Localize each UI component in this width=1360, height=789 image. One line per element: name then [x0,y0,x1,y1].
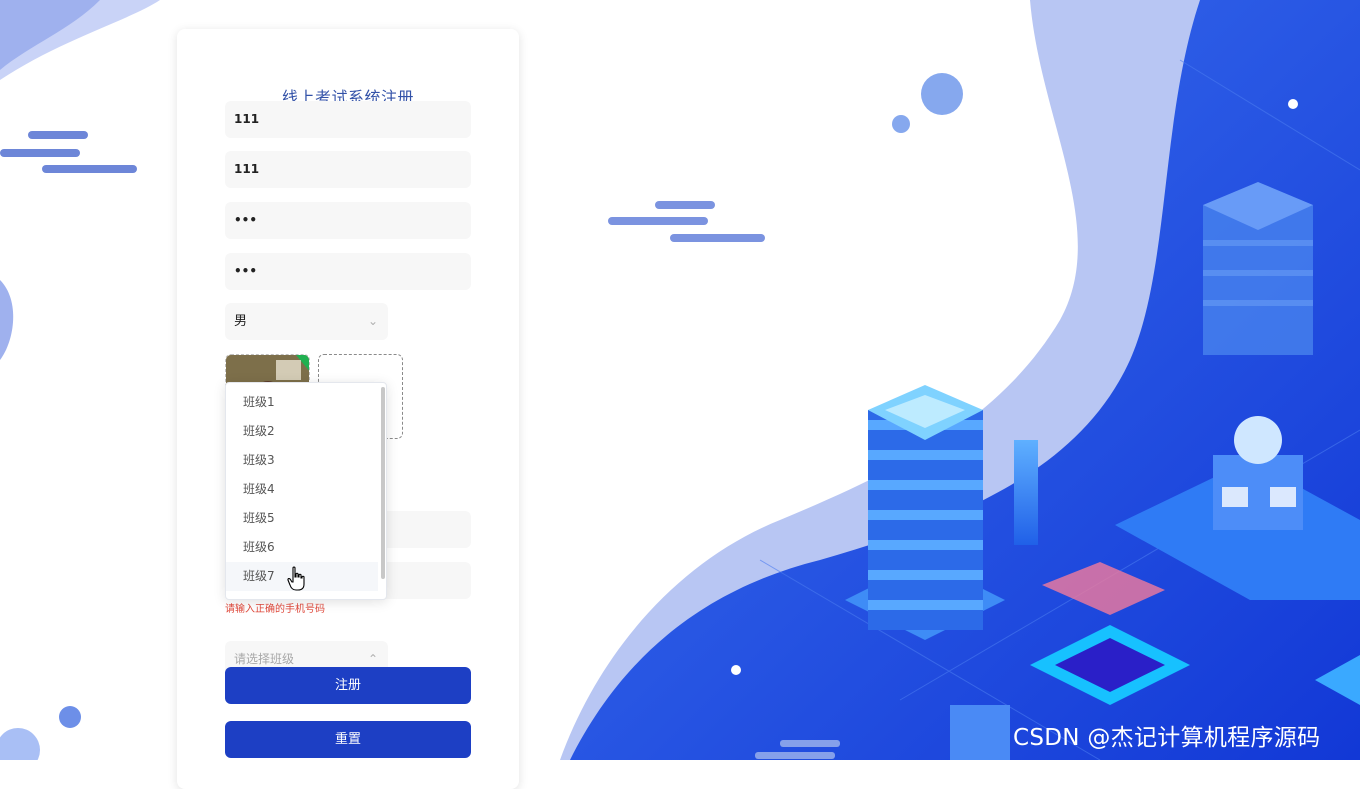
phone-error-message: 请输入正确的手机号码 [225,604,325,615]
name-input[interactable]: 111 [225,151,471,188]
chevron-down-icon: ⌄ [367,314,378,328]
watermark-text: CSDN @杰记计算机程序源码 [1013,725,1321,751]
reset-button[interactable]: 重置 [225,721,471,758]
chevron-up-icon: ⌃ [367,652,378,666]
password-input[interactable]: ••• [225,202,471,239]
class-option-1[interactable]: 班级1 [243,395,275,409]
class-option-4[interactable]: 班级4 [243,482,275,496]
username-input[interactable]: 111 [225,101,471,138]
confirm-password-input[interactable]: ••• [225,253,471,290]
class-option-2[interactable]: 班级2 [243,424,275,438]
gender-value: 男 [234,314,248,329]
register-button[interactable]: 注册 [225,667,471,704]
background-illustration [0,0,1360,760]
class-option-5[interactable]: 班级5 [243,511,275,525]
class-option-6[interactable]: 班级6 [243,540,275,554]
dropdown-scrollbar[interactable] [381,387,385,579]
class-placeholder: 请选择班级 [234,652,295,666]
hand-pointer-cursor [287,566,305,591]
gender-select[interactable]: 男 ⌄ [225,303,388,340]
class-option-3[interactable]: 班级3 [243,453,275,467]
